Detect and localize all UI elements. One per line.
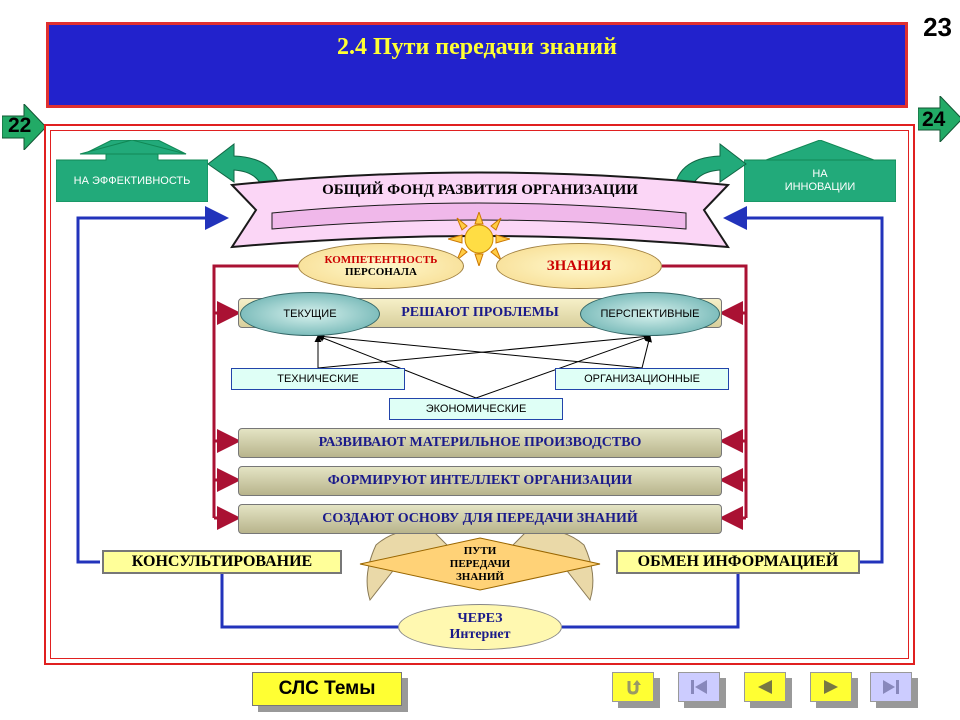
up-arrow-icon — [744, 140, 896, 202]
exchange-box: ОБМЕН ИНФОРМАЦИЕЙ — [616, 550, 860, 574]
right-arrow-icon — [917, 94, 960, 144]
sun-icon — [448, 212, 510, 266]
knowledge-ellipse: ЗНАНИЯ — [496, 243, 662, 289]
diamond-line1: ПУТИ — [463, 544, 497, 557]
diamond-shape — [359, 537, 601, 591]
efficiency-arrow: НА ЭФФЕКТИВНОСТЬ — [56, 140, 208, 202]
right-triangle-icon — [824, 680, 838, 694]
right-arrow-icon — [1, 102, 47, 152]
diagram-frame — [44, 124, 915, 665]
internet-line2: Интернет — [449, 627, 511, 642]
last-icon — [883, 680, 899, 694]
first-slide-button[interactable] — [678, 672, 720, 702]
diamond-line3: ЗНАНИЙ — [456, 570, 504, 583]
header-panel — [46, 22, 908, 108]
previous-slide-button[interactable] — [744, 672, 786, 702]
next-page-number: 24 — [922, 108, 946, 131]
fund-banner-text: ОБЩИЙ ФОНД РАЗВИТИЯ ОРГАНИЗАЦИИ — [322, 181, 638, 198]
return-button[interactable] — [612, 672, 654, 702]
economic-box: ЭКОНОМИЧЕСКИЕ — [389, 398, 563, 420]
current-ellipse: ТЕКУЩИЕ — [240, 292, 380, 336]
bar-production: РАЗВИВАЮТ МАТЕРИЛЬНОЕ ПРОИЗВОДСТВО — [238, 428, 722, 458]
prev-page-number: 22 — [8, 114, 32, 137]
up-arrow-icon — [56, 140, 208, 202]
internet-ellipse: ЧЕРЕЗ Интернет — [398, 604, 562, 650]
innovation-label: НА ИННОВАЦИИ — [784, 168, 856, 193]
return-icon — [627, 680, 641, 695]
next-page-button[interactable]: 24 — [917, 94, 960, 144]
left-triangle-icon — [758, 680, 772, 694]
diamond-label: ПУТИ ПЕРЕДАЧИ ЗНАНИЙ — [420, 540, 540, 588]
consulting-box: КОНСУЛЬТИРОВАНИЕ — [102, 550, 342, 574]
bar-intellect: ФОРМИРУЮТ ИНТЕЛЛЕКТ ОРГАНИЗАЦИИ — [238, 466, 722, 496]
bar-foundation: СОЗДАЮТ ОСНОВУ ДЛЯ ПЕРЕДАЧИ ЗНАНИЙ — [238, 504, 722, 534]
page-number: 23 — [923, 12, 952, 42]
competence-ellipse: КОМПЕТЕНТНОСТЬ ПЕРСОНАЛА — [298, 243, 464, 289]
technical-box: ТЕХНИЧЕСКИЕ — [231, 368, 405, 390]
first-icon — [691, 680, 707, 694]
organizational-box: ОРГАНИЗАЦИОННЫЕ — [555, 368, 729, 390]
topics-button[interactable]: СЛС Темы — [252, 672, 402, 706]
page-title: 2.4 Пути передачи знаний — [337, 34, 617, 60]
next-slide-button[interactable] — [810, 672, 852, 702]
prev-page-button[interactable]: 22 — [1, 102, 47, 152]
internet-line1: ЧЕРЕЗ — [457, 611, 503, 626]
diamond-line2: ПЕРЕДАЧИ — [449, 557, 511, 570]
perspective-ellipse: ПЕРСПЕКТИВНЫЕ — [580, 292, 720, 336]
efficiency-label: НА ЭФФЕКТИВНОСТЬ — [73, 174, 191, 187]
innovation-arrow: НА ИННОВАЦИИ — [744, 140, 896, 202]
competence-line1: КОМПЕТЕНТНОСТЬ — [324, 254, 438, 266]
last-slide-button[interactable] — [870, 672, 912, 702]
competence-line2: ПЕРСОНАЛА — [345, 266, 417, 278]
